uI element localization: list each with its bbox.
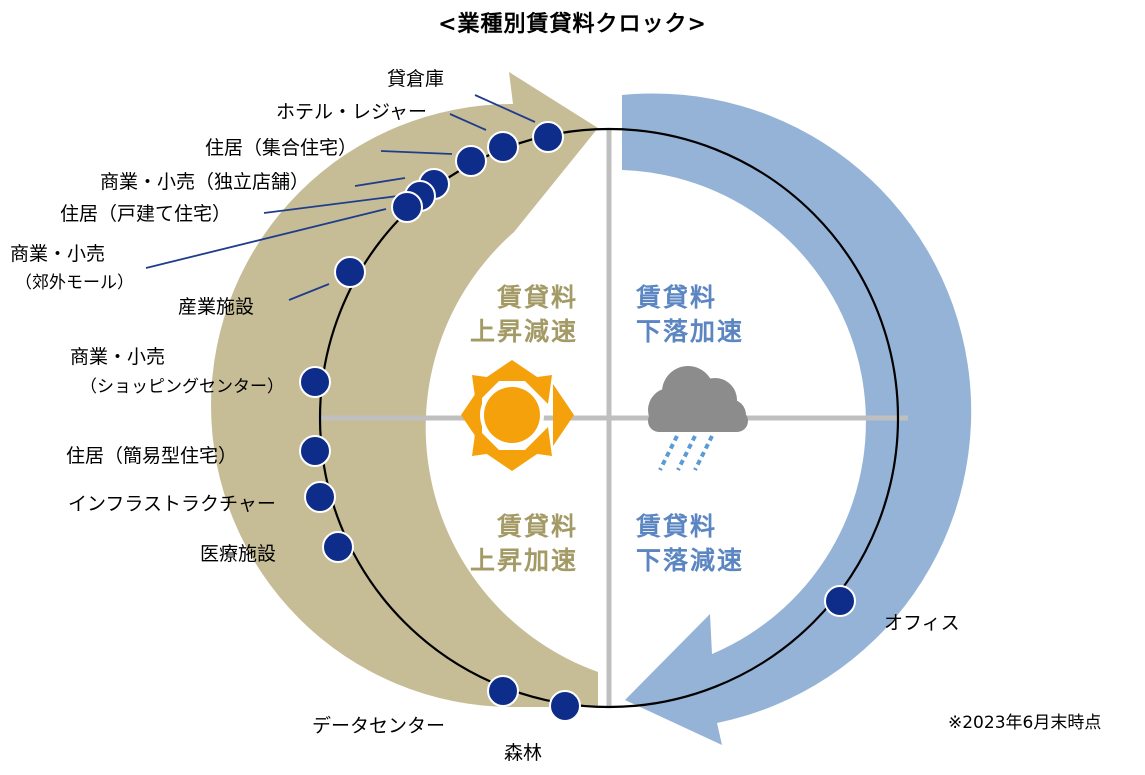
label-shogyo-sc-1: 商業・小売: [70, 346, 166, 368]
rent-rising-arrow: [210, 72, 598, 707]
dot-kashisoko: [532, 121, 564, 153]
label-shinrin: 森林: [504, 742, 543, 764]
dot-shinrin: [549, 690, 581, 722]
label-datacenter: データセンター: [312, 715, 446, 737]
dot-office: [824, 585, 856, 617]
sector-dots: [299, 121, 856, 722]
dot-shogyo-sc: [299, 366, 331, 398]
dot-jukyo-kan-i: [299, 435, 331, 467]
label-shogyo-dokuritsu: 商業・小売（独立店舗）: [100, 171, 310, 193]
label-shogyo-kogai-2: （郊外モール）: [15, 273, 134, 293]
sun-icon: [461, 360, 574, 471]
quadrant-bottom-right-line2: 下落減速: [636, 546, 745, 575]
label-infra: インフラストラクチャー: [68, 493, 276, 515]
quadrant-top-left: 賃貸料 上昇減速: [440, 281, 578, 349]
label-shogyo-sc-2: （ショッピングセンター）: [80, 377, 284, 397]
page-title: <業種別賃貸料クロック>: [438, 12, 707, 37]
quadrant-bottom-right-line1: 賃貸料: [636, 512, 718, 541]
leader-shogyo-dokuritsu: [354, 177, 406, 187]
quadrant-top-right: 賃貸料 下落加速: [636, 281, 776, 349]
rain-cloud-icon: [648, 366, 748, 471]
label-jukyo-shugo: 住居（集合住宅）: [205, 137, 358, 159]
quadrant-top-left-line1: 賃貸料: [496, 283, 578, 312]
dot-hotel: [487, 131, 519, 163]
leader-hotel: [449, 113, 487, 131]
leader-jukyo-kodate: [263, 195, 399, 214]
quadrant-bottom-left: 賃貸料 上昇加速: [440, 510, 578, 578]
quadrant-bottom-left-line1: 賃貸料: [496, 512, 578, 541]
quadrant-bottom-right: 賃貸料 下落減速: [636, 510, 776, 578]
quadrant-top-right-line2: 下落加速: [636, 317, 745, 346]
label-office: オフィス: [884, 612, 960, 634]
label-jukyo-kan-i: 住居（簡易型住宅）: [66, 445, 238, 467]
label-jukyo-kodate: 住居（戸建て住宅）: [60, 203, 232, 225]
dot-datacenter: [487, 675, 519, 707]
footnote: ※2023年6月末時点: [948, 713, 1102, 733]
quadrant-top-left-line2: 上昇減速: [469, 317, 578, 346]
leader-sangyo: [288, 283, 330, 301]
label-sangyo: 産業施設: [178, 296, 255, 318]
leader-lines: [145, 94, 536, 301]
quadrant-bottom-left-line2: 上昇加速: [469, 546, 578, 575]
clock-ring: [318, 127, 900, 709]
leader-kashisoko: [474, 94, 536, 123]
dot-jukyo-shugo: [455, 145, 487, 177]
label-shogyo-kogai-1: 商業・小売: [10, 243, 106, 265]
dot-infra: [304, 481, 336, 513]
label-iryo: 医療施設: [200, 543, 277, 565]
label-hotel: ホテル・レジャー: [276, 101, 428, 123]
quadrant-top-right-line1: 賃貸料: [636, 283, 718, 312]
rent-falling-arrow: [622, 93, 972, 746]
leader-shogyo-kogai: [145, 208, 387, 269]
dot-iryo: [322, 531, 354, 563]
dot-shogyo-kogai: [334, 256, 366, 288]
leader-jukyo-shugo: [380, 150, 453, 155]
label-kashisoko: 貸倉庫: [387, 68, 445, 90]
dot-jukyo-kodate: [391, 191, 423, 223]
